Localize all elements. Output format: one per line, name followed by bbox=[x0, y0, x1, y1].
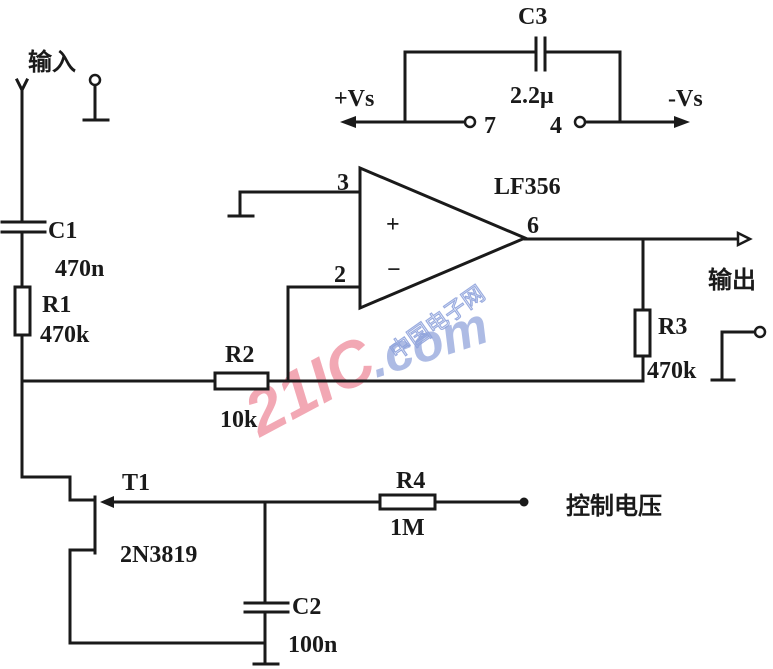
c1-value: 470n bbox=[55, 256, 104, 282]
resistor-r3 bbox=[633, 308, 652, 358]
input-terminal bbox=[14, 73, 110, 224]
r2-name: R2 bbox=[225, 342, 254, 368]
pin7-label: 7 bbox=[484, 113, 496, 139]
c3-value: 2.2μ bbox=[510, 83, 554, 109]
pin3-label: 3 bbox=[337, 170, 349, 196]
r2-value: 10k bbox=[220, 407, 258, 433]
output-arrow-icon bbox=[736, 230, 753, 248]
wire bbox=[720, 330, 756, 382]
c2-name: C2 bbox=[292, 594, 321, 620]
resistor-r4 bbox=[378, 493, 437, 511]
r3-name: R3 bbox=[658, 314, 687, 340]
resistor-r1 bbox=[13, 285, 32, 337]
output-ground-terminal-icon bbox=[753, 325, 767, 339]
pin2-label: 2 bbox=[334, 262, 346, 288]
c3-name: C3 bbox=[518, 4, 547, 30]
resistor-r2 bbox=[213, 371, 270, 391]
control-terminal-icon bbox=[519, 497, 529, 507]
pin4-label: 4 bbox=[550, 113, 562, 139]
control-voltage-label: 控制电压 bbox=[566, 492, 662, 520]
wire bbox=[68, 548, 267, 645]
r1-value: 470k bbox=[40, 322, 90, 348]
c1-name: C1 bbox=[48, 218, 77, 244]
wire bbox=[20, 475, 96, 502]
wire bbox=[543, 50, 622, 124]
pos-supply-arrow-icon bbox=[340, 116, 356, 128]
t1-value: 2N3819 bbox=[120, 542, 197, 568]
capacitor-c1 bbox=[0, 220, 47, 289]
wire bbox=[286, 285, 362, 383]
fet-gate-arrow-icon bbox=[100, 496, 114, 508]
output-label: 输出 bbox=[708, 266, 756, 294]
opamp-minus: − bbox=[387, 257, 401, 283]
r4-value: 1M bbox=[390, 515, 425, 541]
pin4-terminal-icon bbox=[573, 115, 587, 129]
neg-supply-label: -Vs bbox=[668, 86, 703, 112]
c2-value: 100n bbox=[288, 632, 337, 658]
pos-supply-label: +Vs bbox=[334, 86, 374, 112]
pin6-label: 6 bbox=[527, 213, 539, 239]
opamp-label: LF356 bbox=[494, 174, 561, 200]
opamp-plus: + bbox=[386, 212, 400, 238]
opamp-lf356 bbox=[358, 165, 529, 311]
neg-supply-arrow-icon bbox=[674, 116, 690, 128]
r1-name: R1 bbox=[42, 292, 71, 318]
wire bbox=[238, 190, 362, 217]
r3-value: 470k bbox=[647, 358, 697, 384]
r4-name: R4 bbox=[396, 468, 425, 494]
input-label: 输入 bbox=[28, 48, 76, 76]
ground-terminal-icon bbox=[88, 73, 102, 87]
wire bbox=[403, 50, 537, 124]
t1-name: T1 bbox=[122, 470, 150, 496]
pin7-terminal-icon bbox=[463, 115, 477, 129]
